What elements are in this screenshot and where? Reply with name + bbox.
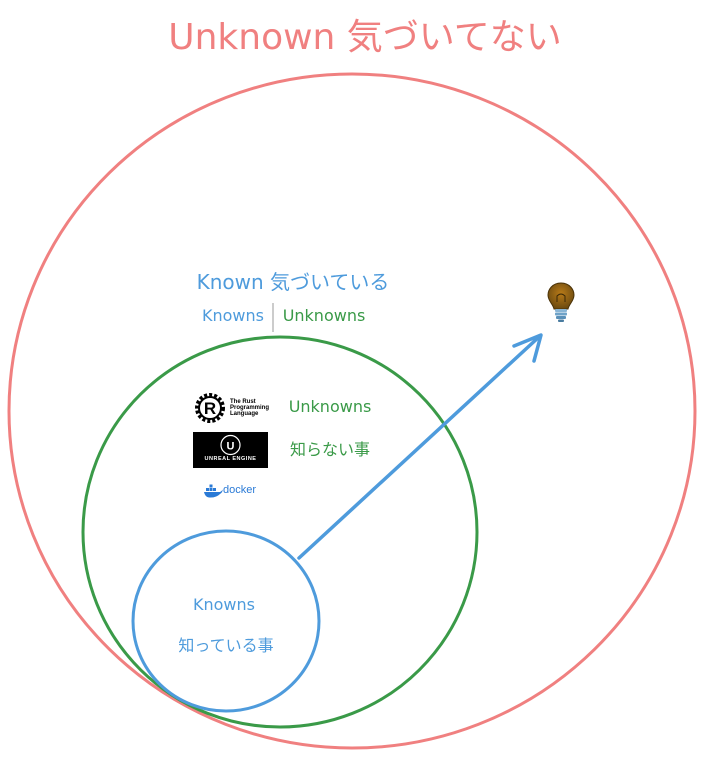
green-unknowns-circle — [81, 335, 479, 729]
legend-divider — [272, 303, 274, 332]
unreal-logo: U UNREAL ENGINE — [193, 432, 268, 468]
blue-circle-label-en: Knowns — [193, 595, 255, 614]
unreal-emblem-icon: U — [220, 434, 241, 456]
legend-knowns: Knowns — [202, 306, 264, 325]
lightbulb-icon — [547, 282, 575, 322]
svg-text:U: U — [227, 441, 235, 453]
growth-arrow — [297, 333, 543, 560]
rust-logo-text: The Rust Programming Language — [230, 399, 270, 417]
rust-logo: R The Rust Programming Language — [193, 390, 269, 426]
green-circle-label-en: Unknowns — [288, 397, 372, 416]
green-circle-label-jp: 知らない事 — [289, 440, 370, 459]
rust-gear-icon: R — [195, 393, 225, 423]
known-title: Known 気づいている — [196, 270, 390, 294]
svg-text:R: R — [204, 399, 216, 418]
docker-logo-text: docker — [223, 484, 257, 496]
docker-logo: docker — [203, 482, 263, 500]
outer-title: Unknown 気づいてない — [168, 17, 562, 58]
legend-unknowns: Unknowns — [282, 306, 366, 325]
outer-unknown-circle — [7, 72, 697, 750]
unreal-logo-text: UNREAL ENGINE — [204, 456, 257, 462]
docker-whale-icon — [204, 484, 223, 498]
blue-circle-label-jp: 知っている事 — [178, 636, 274, 655]
blue-knowns-circle — [131, 529, 321, 713]
